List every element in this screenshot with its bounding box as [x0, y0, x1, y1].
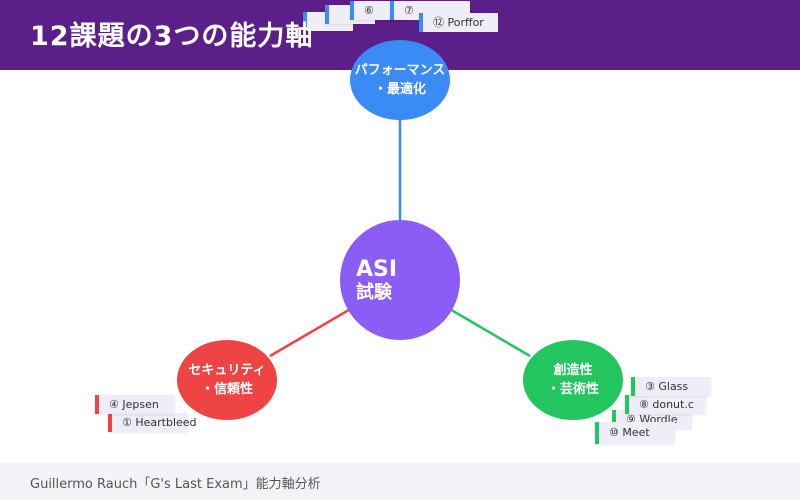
node-security: セキュリティ ・信頼性 — [177, 340, 277, 420]
tag-creativity-1: ③ Glass — [631, 377, 711, 396]
tag-security-1: ④ Jepsen — [95, 395, 175, 414]
page-title: 12課題の3つの能力軸 — [30, 21, 314, 52]
tag-performance-3: ⑥ — [350, 1, 400, 20]
node-security-line2: ・信頼性 — [200, 382, 253, 397]
node-center-asi-exam: ASI 試験 — [340, 220, 460, 340]
node-performance-line1: パフォーマンス — [354, 63, 446, 78]
node-performance: パフォーマンス ・最適化 — [350, 40, 450, 120]
node-security-line1: セキュリティ — [188, 363, 266, 378]
tag-creativity-4: ⑩ Meet — [595, 422, 675, 444]
node-creativity-line2: ・芸術性 — [546, 382, 599, 397]
center-line1: ASI — [356, 257, 398, 282]
footer-bar: Guillermo Rauch「G's Last Exam」能力軸分析 — [0, 463, 800, 500]
node-creativity: 創造性 ・芸術性 — [523, 340, 623, 420]
tag-performance-5: ⑫ Porffor — [419, 13, 498, 32]
center-line2: 試験 — [356, 282, 392, 303]
node-performance-line2: ・最適化 — [373, 82, 426, 97]
tag-creativity-2: ⑧ donut.c — [625, 395, 706, 414]
tag-security-2: ① Heartbleed — [108, 413, 197, 432]
footer-caption: Guillermo Rauch「G's Last Exam」能力軸分析 — [30, 477, 321, 492]
node-creativity-line1: 創造性 — [553, 363, 593, 378]
